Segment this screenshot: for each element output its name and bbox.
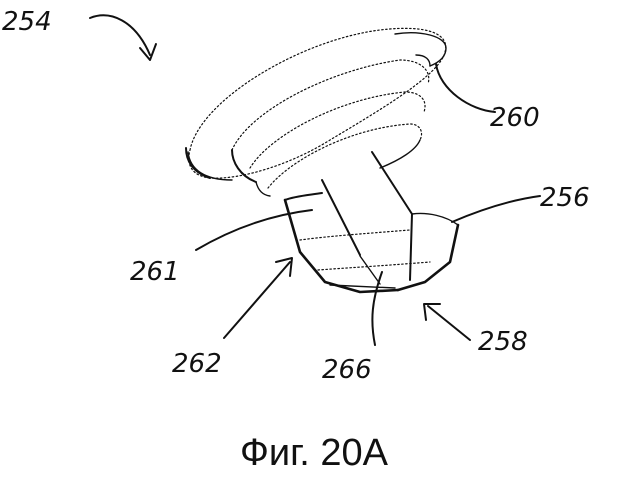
faceted-tip: [285, 152, 458, 292]
leader-lines: [90, 15, 540, 345]
reference-numerals: 254 260 256 261 262 266 258: [2, 7, 590, 385]
leader-256: [452, 196, 540, 222]
ref-256-label: 256: [540, 183, 590, 213]
body-steps: [232, 60, 429, 196]
ref-261-label: 261: [130, 257, 180, 287]
ref-258-label: 258: [478, 327, 528, 357]
flange: [186, 28, 446, 180]
ref-254-label: 254: [2, 7, 52, 37]
leader-266: [372, 272, 382, 345]
leader-262: [224, 262, 290, 338]
leader-260: [436, 64, 495, 112]
ref-266-label: 266: [322, 355, 372, 385]
arrow-262-head: [276, 258, 292, 276]
figure-caption: Фиг. 20A: [0, 432, 628, 475]
leader-258: [428, 306, 470, 340]
arrow-258-head: [424, 304, 440, 320]
ref-260-label: 260: [490, 103, 540, 133]
ref-262-label: 262: [172, 349, 222, 379]
